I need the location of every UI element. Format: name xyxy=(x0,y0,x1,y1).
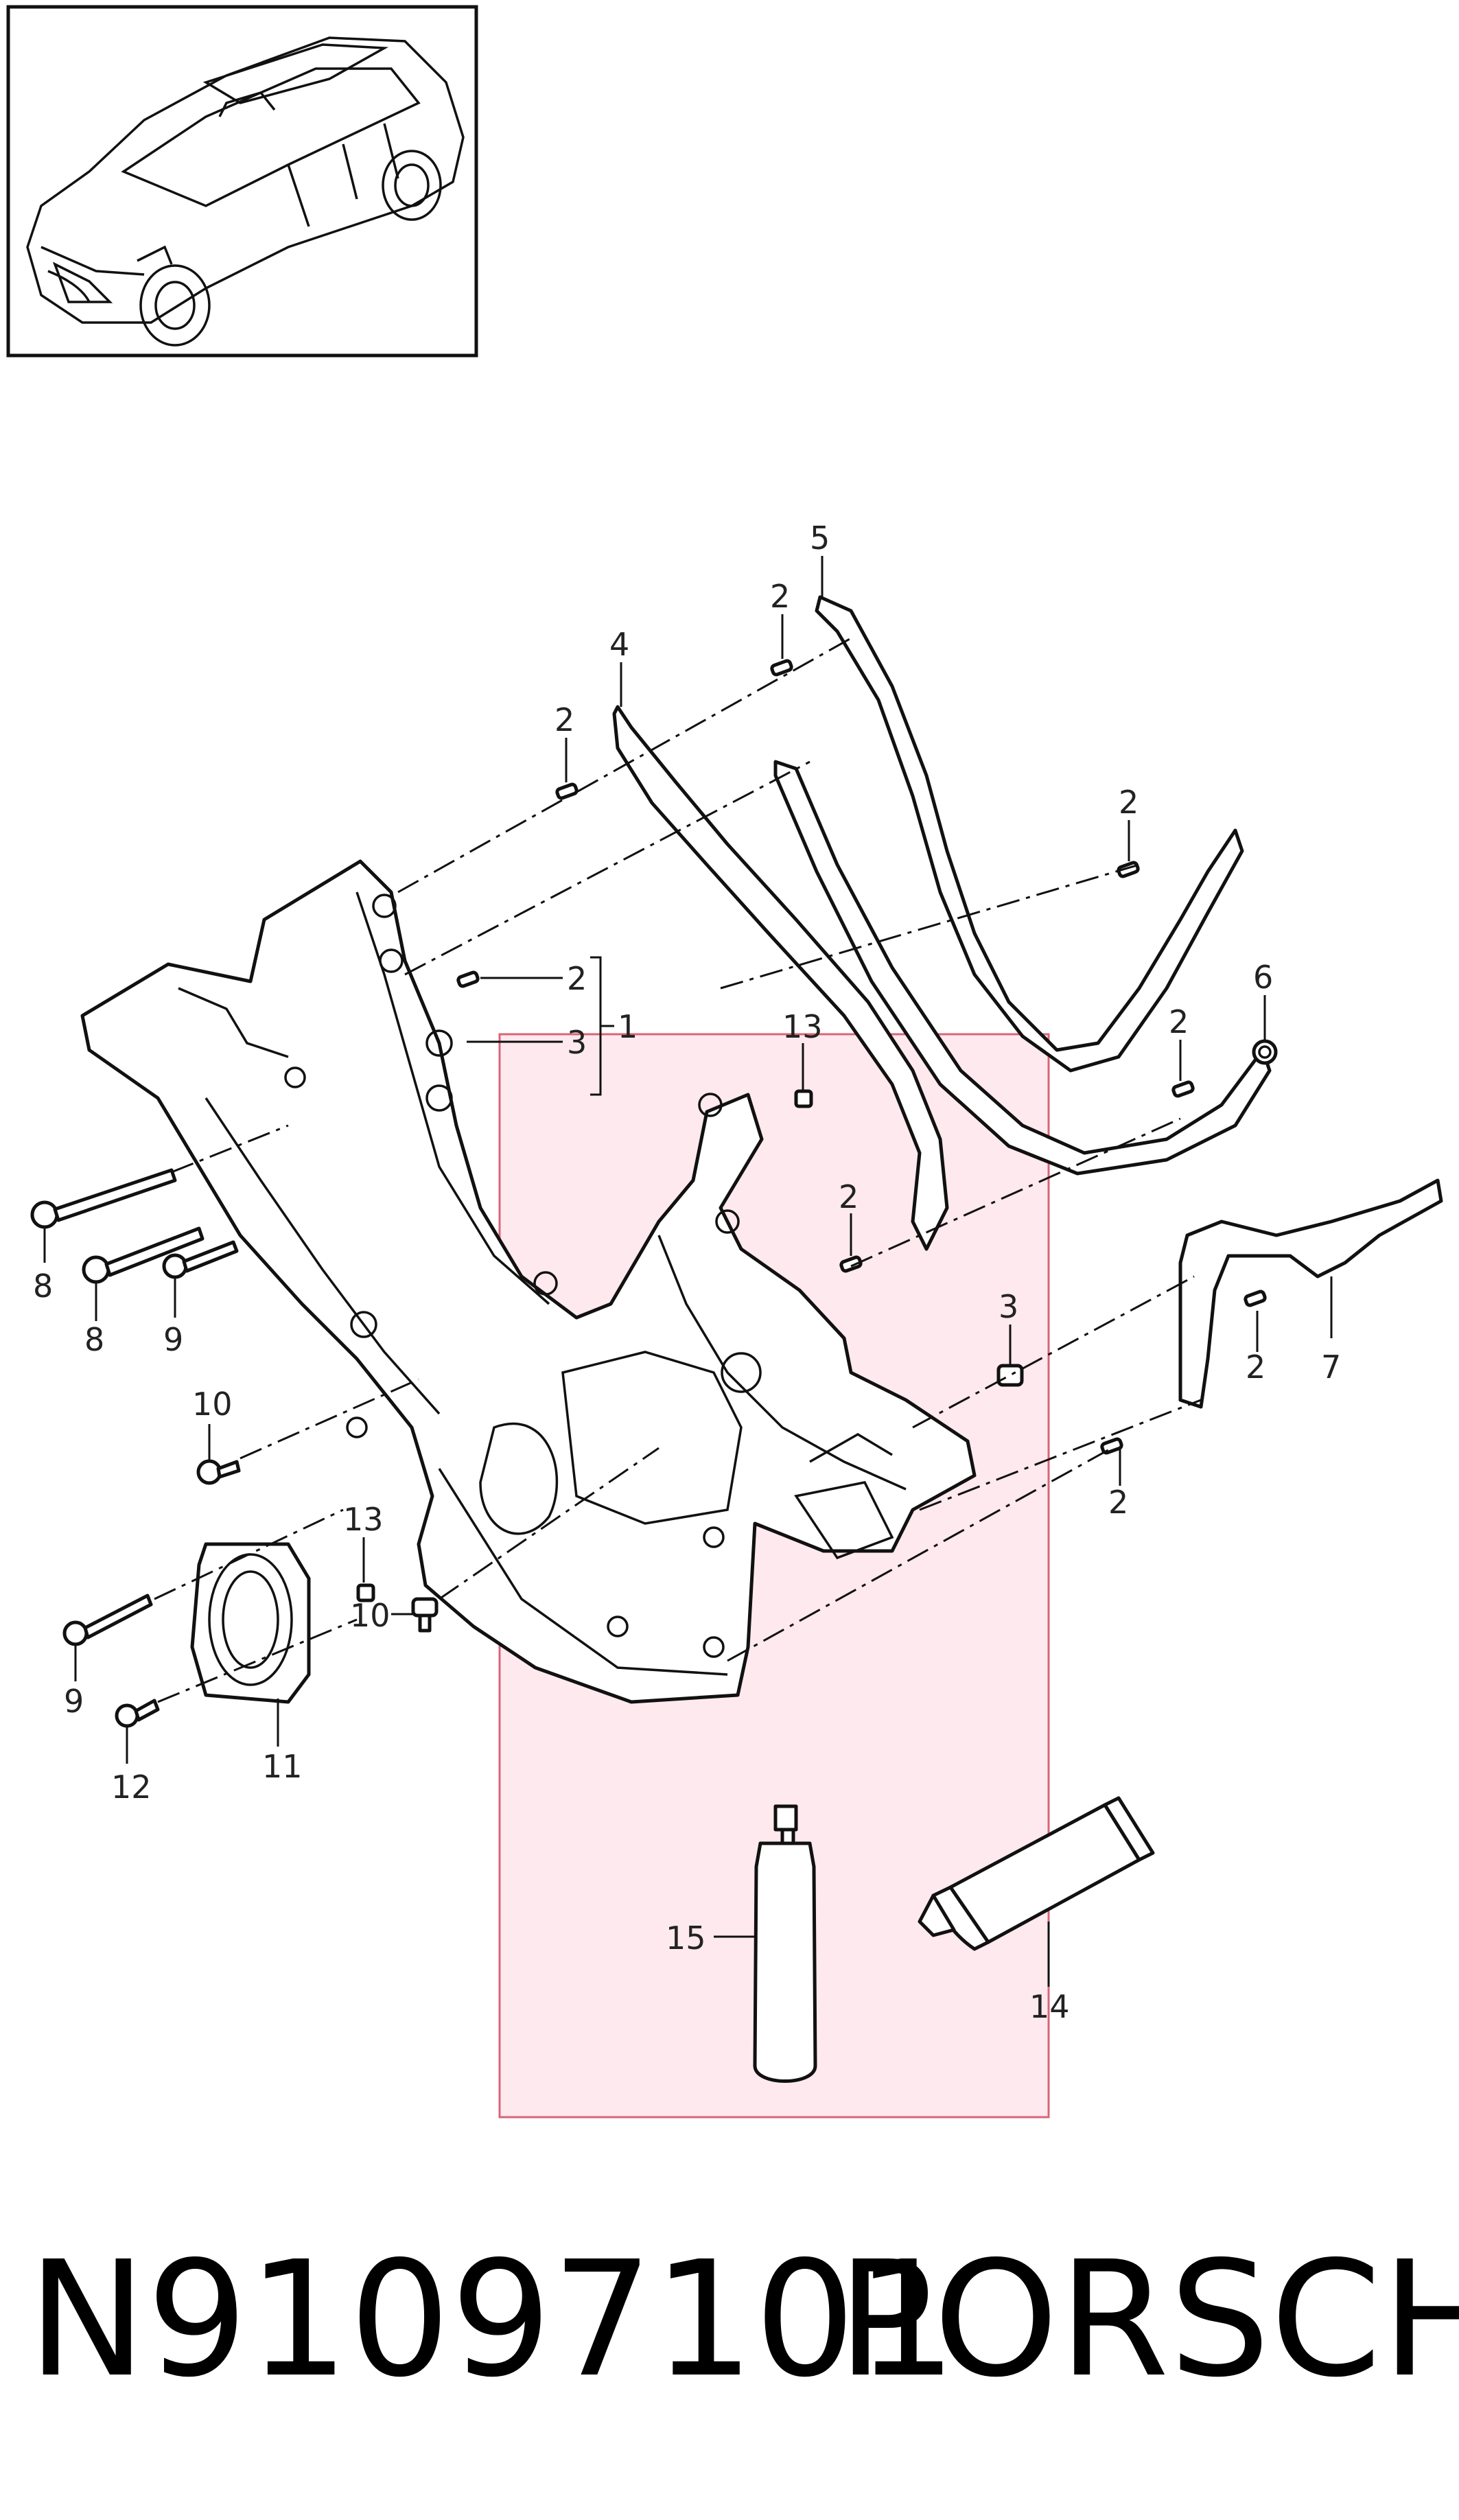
callout-12: 12 xyxy=(111,1769,152,1806)
callout-2-h: 2 xyxy=(1108,1484,1128,1521)
callout-14: 14 xyxy=(1029,1988,1070,2025)
callout-2-g: 2 xyxy=(1246,1349,1265,1386)
sealant-tube-icon xyxy=(918,1796,1155,1951)
callout-7: 7 xyxy=(1321,1349,1341,1386)
sleeve-3 xyxy=(996,1364,1024,1387)
callout-4: 4 xyxy=(609,626,629,663)
callout-3-a: 3 xyxy=(567,1024,587,1061)
leader-lines xyxy=(43,556,1333,1987)
callout-10-b: 10 xyxy=(350,1597,390,1634)
bolt-9-lower xyxy=(62,1594,153,1646)
callout-15: 15 xyxy=(666,1920,706,1957)
bolt-9-upper xyxy=(162,1240,239,1279)
callout-2-f: 2 xyxy=(839,1178,859,1215)
callout-6: 6 xyxy=(1253,959,1273,996)
callout-2-b: 2 xyxy=(555,701,574,738)
callout-8-b: 8 xyxy=(84,1321,104,1358)
suv-vehicle-icon xyxy=(26,36,465,347)
bolt-12 xyxy=(115,1699,160,1728)
callout-13-a: 13 xyxy=(782,1008,823,1045)
callout-10-a: 10 xyxy=(192,1386,233,1423)
callout-8-a: 8 xyxy=(33,1268,53,1305)
callout-2-d: 2 xyxy=(567,960,587,997)
plug-13-upper xyxy=(794,1089,813,1108)
brand-label: PORSCHE xyxy=(837,2227,1459,2412)
vehicle-thumbnail xyxy=(6,5,478,358)
callout-9-b: 9 xyxy=(64,1683,84,1720)
callout-9-a: 9 xyxy=(163,1321,183,1358)
callout-13-b: 13 xyxy=(343,1501,384,1538)
callout-2-a: 2 xyxy=(770,578,790,615)
plug-10-lower xyxy=(411,1597,439,1633)
callout-2-e: 2 xyxy=(1169,1003,1189,1040)
callout-1: 1 xyxy=(618,1008,638,1045)
callout-11: 11 xyxy=(262,1748,303,1785)
part-number-label: N91097101 xyxy=(27,2227,957,2412)
gasket-7 xyxy=(1178,1178,1443,1409)
seal-6 xyxy=(1252,1039,1278,1065)
bolt-8-lower xyxy=(82,1226,205,1284)
bolt-10-upper xyxy=(196,1459,241,1485)
callout-2-c: 2 xyxy=(1119,784,1139,821)
callout-3-b: 3 xyxy=(999,1288,1018,1325)
gasket-5 xyxy=(815,595,1244,1073)
plug-13-lower xyxy=(356,1583,375,1602)
cover-plate-11 xyxy=(190,1542,311,1704)
callout-labels: 5 2 4 2 2 2 6 3 1 13 2 2 3 2 7 2 8 8 9 1… xyxy=(33,520,1341,2025)
callout-5: 5 xyxy=(810,520,830,557)
spray-bottle-icon xyxy=(753,1804,817,2083)
bolt-8-upper xyxy=(30,1168,177,1229)
alignment-lines xyxy=(154,637,1202,1703)
timing-cover xyxy=(80,859,977,1704)
